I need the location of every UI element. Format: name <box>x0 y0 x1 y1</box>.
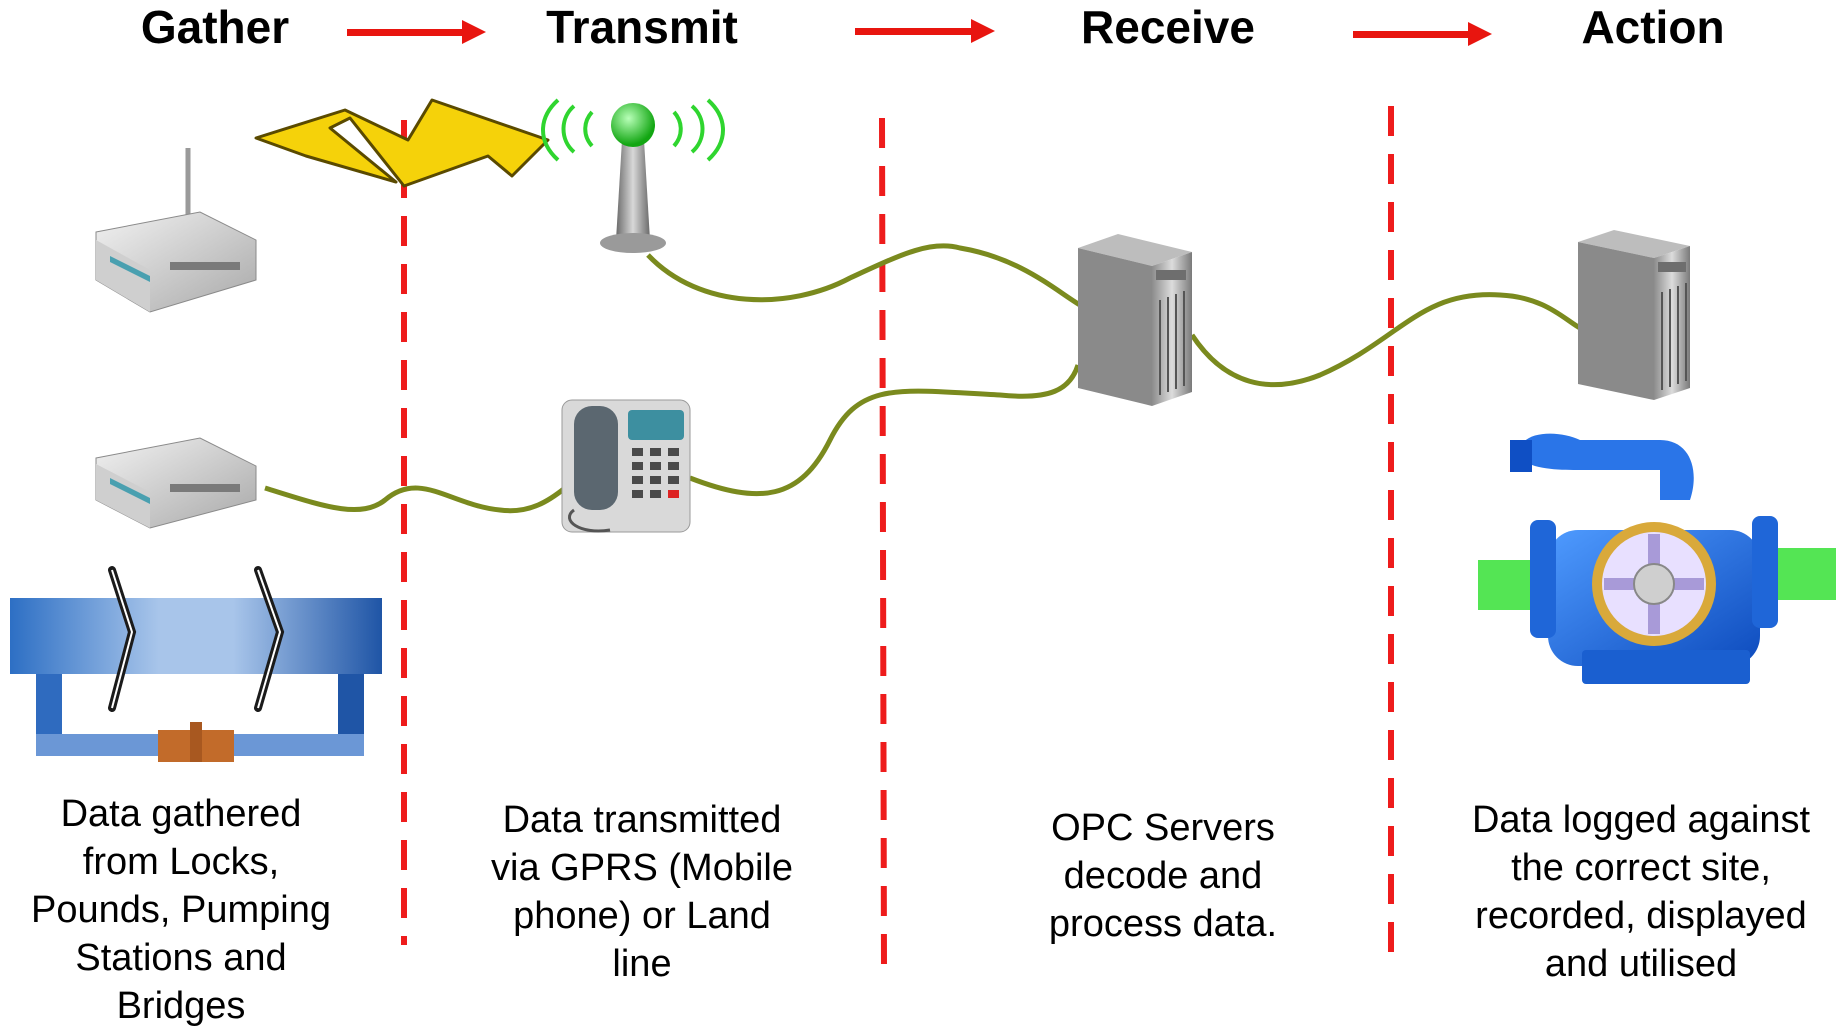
description-line: the correct site, <box>1511 847 1771 889</box>
description-line: OPC Servers <box>1051 807 1275 849</box>
description-line: Data transmitted <box>502 799 782 841</box>
description-line: Pounds, Pumping <box>31 889 331 931</box>
link-router-to-phone <box>264 485 567 514</box>
stage-title-gather: Gather <box>140 1 290 53</box>
router-icon <box>95 148 257 313</box>
router-icon <box>95 437 257 529</box>
arrow-gather-transmit <box>347 20 486 44</box>
description-line: process data. <box>1048 903 1278 945</box>
description-line: Data gathered <box>60 793 302 835</box>
description-line: recorded, displayed <box>1475 895 1807 937</box>
arrow-transmit-receive <box>855 19 995 43</box>
description-line: Data logged against <box>1471 799 1811 841</box>
description-line: and utilised <box>1544 943 1738 985</box>
description-gather: Data gathered from Locks, Pounds, Pumpin… <box>6 790 356 1030</box>
server-icon <box>1078 234 1192 406</box>
description-line: via GPRS (Mobile <box>491 847 793 889</box>
stage-title-receive: Receive <box>1081 1 1255 53</box>
description-receive: OPC Servers decode and process data. <box>1010 804 1316 948</box>
description-line: Stations and <box>75 937 287 979</box>
description-line: phone) or Land <box>513 895 771 937</box>
description-line: line <box>612 943 672 985</box>
description-line: from Locks, <box>82 841 280 883</box>
description-line: Bridges <box>116 985 246 1027</box>
lightning-icon <box>254 98 550 188</box>
divider-line-2 <box>879 117 887 969</box>
description-line: decode and <box>1063 855 1263 897</box>
link-antenna-to-server <box>646 243 1082 308</box>
description-action: Data logged against the correct site, re… <box>1448 796 1834 988</box>
description-transmit: Data transmitted via GPRS (Mobile phone)… <box>466 796 818 988</box>
antenna-tower-icon <box>541 98 725 253</box>
server-icon <box>1578 230 1690 400</box>
link-server-to-server <box>1189 292 1582 388</box>
pump-icon <box>1478 433 1836 684</box>
arrow-receive-action <box>1353 22 1492 46</box>
lock-icon <box>10 566 382 762</box>
stage-title-transmit: Transmit <box>546 1 738 53</box>
stage-title-action: Action <box>1581 1 1725 53</box>
link-phone-to-server <box>689 364 1081 497</box>
desk-phone-icon <box>561 399 691 533</box>
